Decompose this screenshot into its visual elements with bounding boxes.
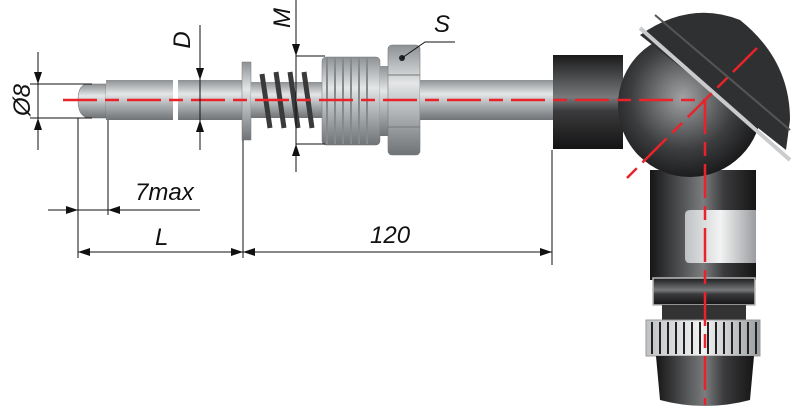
center-lines — [63, 47, 758, 405]
neck-length-label: 120 — [370, 222, 411, 249]
immersion-length-label: L — [155, 224, 168, 251]
connection-head — [553, 12, 792, 406]
hex-size-label: S — [434, 11, 450, 38]
tip-length-label: 7max — [135, 179, 195, 206]
dimension-lines — [30, 0, 553, 265]
thread-label: M — [269, 8, 296, 28]
diameter-label: Ø8 — [9, 83, 36, 117]
probe-diameter-label: D — [169, 31, 196, 48]
